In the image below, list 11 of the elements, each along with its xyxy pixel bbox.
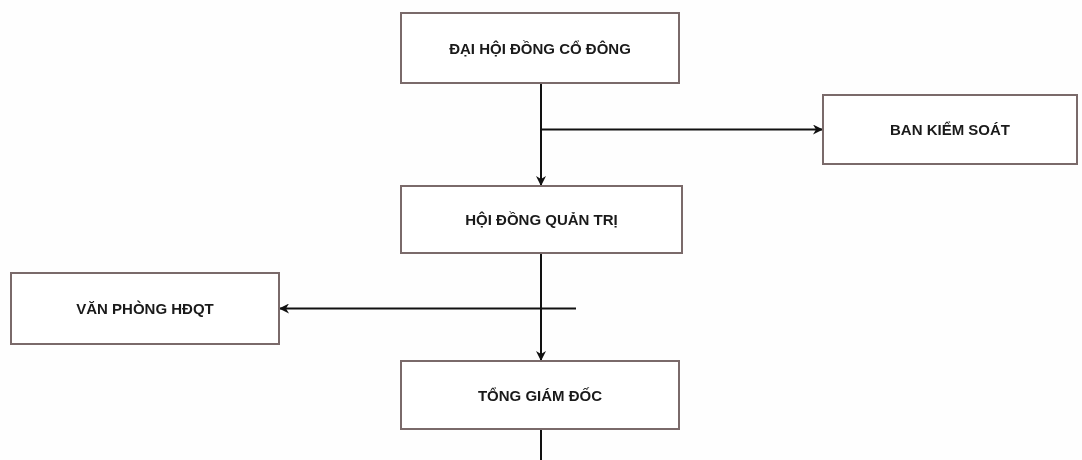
box-label: ĐẠI HỘI ĐỒNG CỔ ĐÔNG [449, 39, 631, 57]
box-label: BAN KIỂM SOÁT [890, 121, 1010, 138]
box-label: VĂN PHÒNG HĐQT [76, 300, 214, 317]
org-box [400, 12, 680, 84]
box-label: HỘI ĐỒNG QUẢN TRỊ [465, 211, 618, 228]
box-label: TỔNG GIÁM ĐỐC [477, 386, 603, 404]
org-box [400, 185, 683, 254]
org-box [400, 360, 680, 430]
org-box [822, 94, 1078, 165]
org-box [10, 272, 280, 345]
arrow [540, 83, 823, 135]
